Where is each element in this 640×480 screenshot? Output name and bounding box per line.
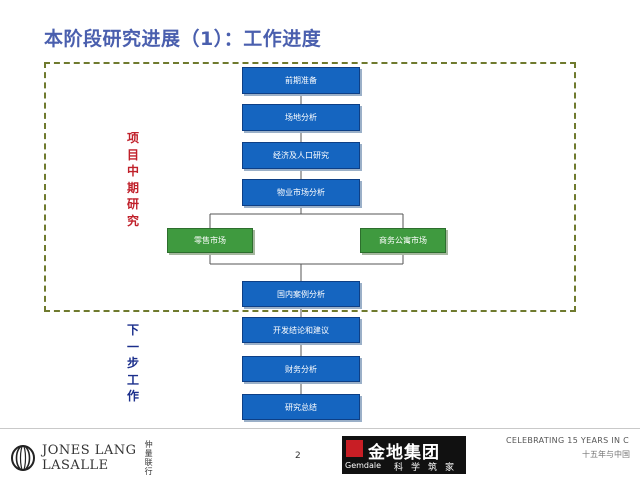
page-number: 2: [295, 451, 301, 461]
footer-divider: [0, 428, 640, 429]
jll-logo-words: JONES LANG LASALLE: [42, 443, 137, 473]
gemdale-logo: 金地集团 Gemdale 科学筑家: [342, 436, 466, 474]
jll-logo-line2: LASALLE: [42, 458, 109, 473]
jll-logo-mark-icon: [11, 445, 35, 471]
flow-step-prep: 前期准备: [242, 67, 360, 94]
flow-step-research-summary: 研究总结: [242, 394, 360, 420]
flow-step-development-conclusion: 开发结论和建议: [242, 317, 360, 343]
gemdale-logo-en: Gemdale: [345, 461, 382, 470]
celebrate-banner-cn: 十五年与中国: [582, 450, 630, 459]
jll-logo-line1: JONES LANG: [42, 443, 137, 458]
flow-step-property-market: 物业市场分析: [242, 179, 360, 206]
mid-phase-frame: [44, 62, 576, 312]
gemdale-logo-sub: 科学筑家: [394, 463, 463, 473]
celebrate-banner: CELEBRATING 15 YEARS IN C: [506, 436, 629, 445]
flow-step-economy-population: 经济及人口研究: [242, 142, 360, 169]
flow-branch-business-apartment: 商务公寓市场: [360, 228, 446, 253]
current-phase-label: 项目中期研究: [126, 131, 139, 228]
flow-step-site-analysis: 场地分析: [242, 104, 360, 131]
jll-logo: JONES LANG LASALLE 仲量联行: [10, 440, 155, 476]
page-title: 本阶段研究进展（1）：工作进度: [44, 28, 322, 50]
jll-logo-cn: 仲量联行: [144, 440, 153, 476]
gemdale-logo-cn: 金地集团: [368, 443, 440, 463]
flow-branch-retail: 零售市场: [167, 228, 253, 253]
gemdale-emblem-icon: [346, 440, 363, 457]
flow-step-financial-analysis: 财务分析: [242, 356, 360, 382]
next-step-label: 下一步工作: [126, 323, 139, 403]
flow-step-domestic-cases: 国内案例分析: [242, 281, 360, 307]
